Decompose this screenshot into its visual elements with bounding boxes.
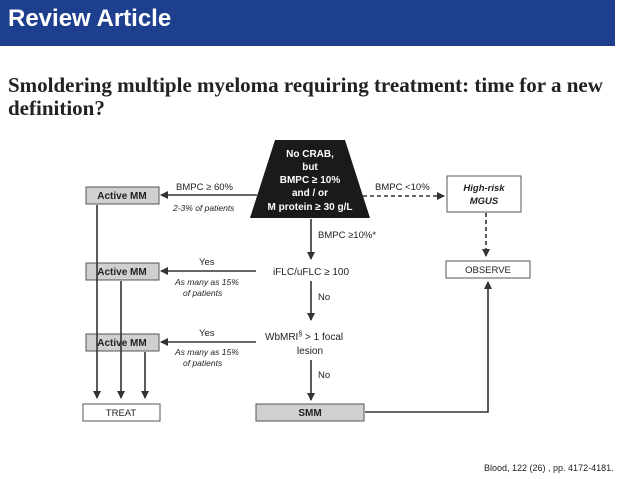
active-mm-box-3 [85, 333, 160, 352]
wbmri-sup: § [298, 331, 302, 338]
treat-box [82, 403, 161, 422]
wbmri-node-line-2: lesion [297, 346, 323, 357]
edge-wbmri-no: No [318, 370, 330, 381]
observe-label: OBSERVE [465, 265, 511, 276]
start-node [250, 140, 370, 218]
smm-box [255, 403, 365, 422]
edge-bmpc10-label: BMPC ≥10%* [318, 230, 376, 241]
edge-wbmri-note-2: of patients [183, 358, 223, 368]
arrow-smm-observe [365, 281, 492, 413]
high-risk-mgus-line-1: High-risk [463, 183, 505, 194]
wbmri-node-line-1: WbMRI§ > 1 focal [265, 331, 343, 343]
flc-node: iFLC/uFLC ≥ 100 [273, 267, 350, 278]
article-title: Smoldering multiple myeloma requiring tr… [8, 73, 603, 120]
start-line-4: and / or [292, 188, 328, 199]
wbmri-text: WbMRI [265, 332, 298, 343]
edge-flc-yes: Yes [199, 257, 215, 268]
header-title: Review Article [8, 5, 172, 32]
active-mm-label-2: Active MM [97, 267, 146, 278]
citation: Blood, 122 (26) , pp. 4172-4181. [484, 463, 614, 473]
edge-flc-note-1: As many as 15% [174, 277, 239, 287]
edge-wbmri-note-1: As many as 15% [174, 347, 239, 357]
start-line-5: M protein ≥ 30 g/L [268, 202, 353, 213]
edge-bmpc60-label: BMPC ≥ 60% [176, 182, 234, 193]
header-gap [615, 0, 638, 46]
observe-box [445, 260, 531, 279]
active-mm-box-2 [85, 262, 160, 281]
treat-label: TREAT [106, 408, 137, 419]
edge-flc-no: No [318, 292, 330, 303]
active-mm-label-1: Active MM [97, 191, 146, 202]
edge-wbmri-yes: Yes [199, 328, 215, 339]
edge-flc-note-2: of patients [183, 288, 223, 298]
edge-bmpc-lt10-label: BMPC <10% [375, 182, 430, 193]
header-bar: Review Article [0, 0, 615, 46]
start-line-1: No CRAB, [286, 149, 334, 160]
start-line-3: BMPC ≥ 10% [280, 175, 341, 186]
active-mm-label-3: Active MM [97, 338, 146, 349]
start-line-2: but [302, 162, 318, 173]
edge-bmpc60-note: 2-3% of patients [172, 203, 235, 213]
smm-label: SMM [298, 408, 321, 419]
wbmri-rest: > 1 focal [302, 332, 343, 343]
active-mm-box-1 [85, 186, 160, 205]
high-risk-mgus-box [446, 175, 522, 213]
high-risk-mgus-line-2: MGUS [470, 196, 499, 207]
